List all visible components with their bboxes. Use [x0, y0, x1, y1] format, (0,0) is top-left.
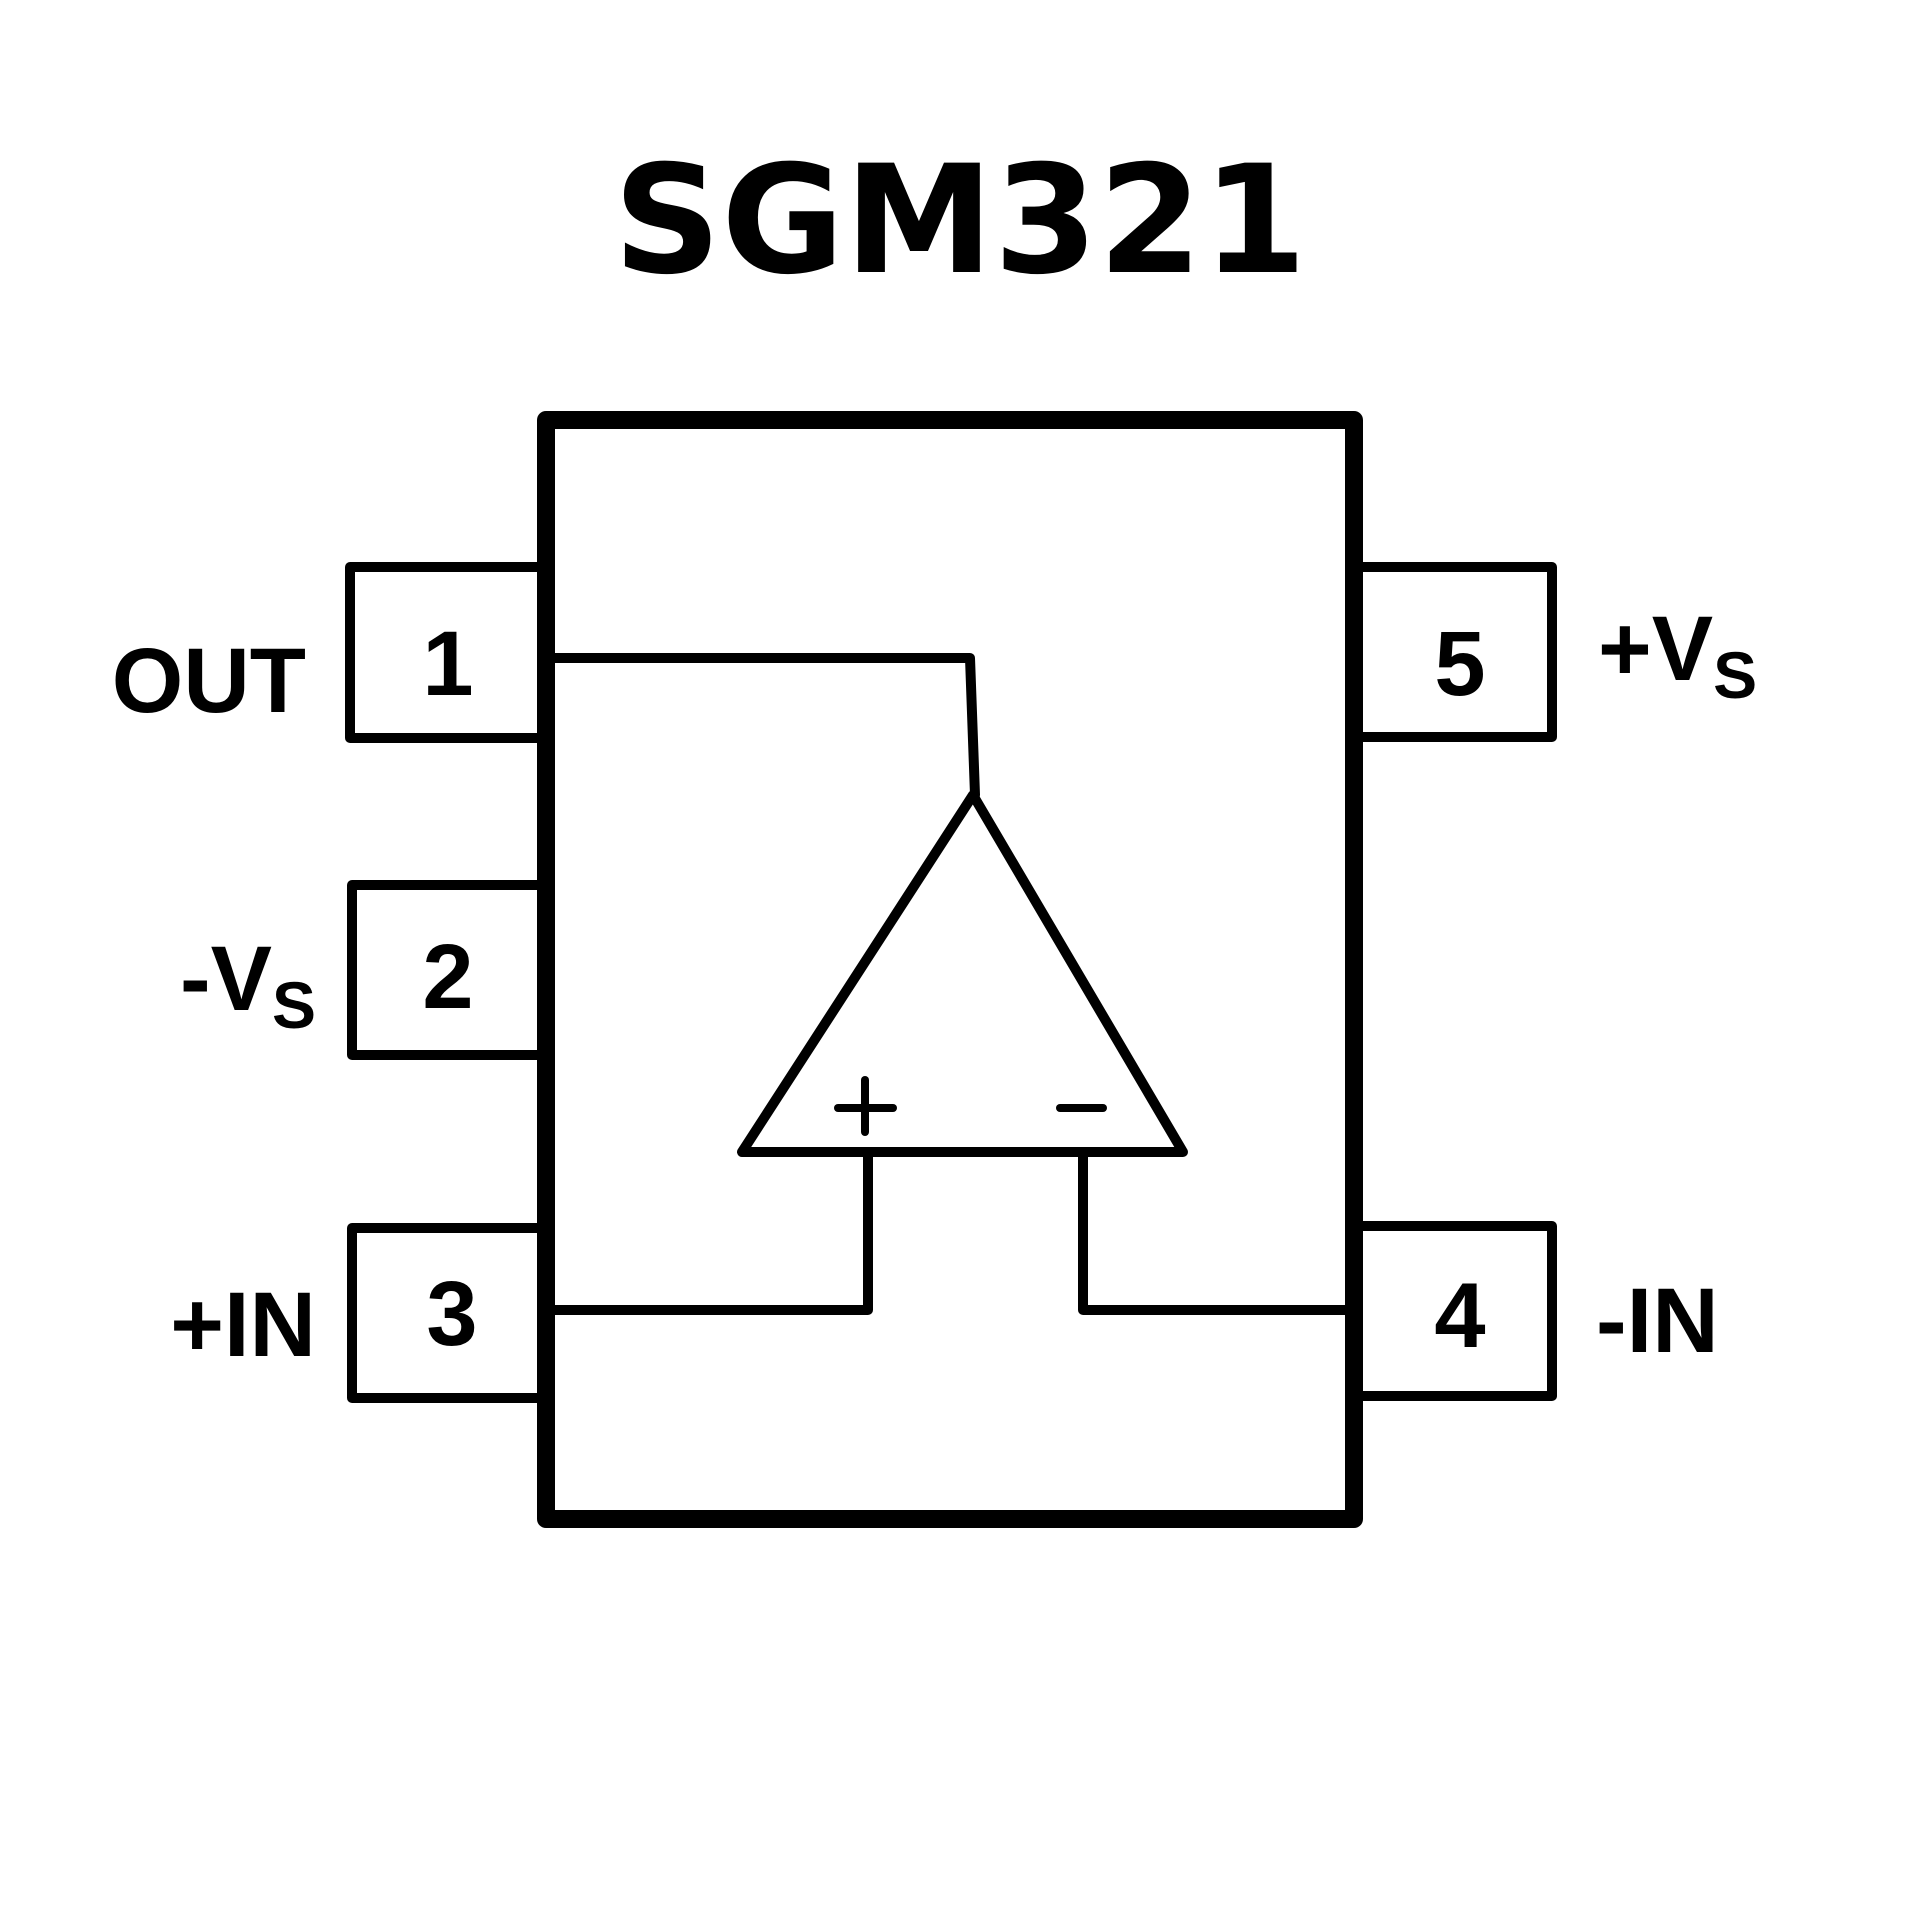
pin-3: 3 +IN: [170, 1223, 546, 1403]
ic-body: [537, 411, 1363, 1528]
pin-2-label: -VS: [180, 928, 316, 1042]
pin-4: 4 -IN: [1354, 1221, 1719, 1401]
inverting-input-wire: [1078, 1147, 1350, 1315]
pin-5: 5 +VS: [1354, 562, 1757, 742]
chip-title: SGM321: [613, 134, 1307, 308]
pin-3-box: [347, 1223, 546, 1403]
pin-2-number: 2: [422, 926, 473, 1028]
pin-5-label-subscript: S: [1713, 638, 1757, 712]
opamp-triangle: [737, 790, 1188, 1157]
pin-3-label: +IN: [170, 1274, 316, 1376]
pin-1-number: 1: [422, 613, 473, 715]
pin-4-number: 4: [1434, 1265, 1485, 1367]
pin-3-label-main: +IN: [170, 1274, 316, 1376]
pin-2-label-main: -V: [180, 928, 272, 1030]
pin-1: 1 OUT: [112, 562, 546, 743]
pin-1-label-main: OUT: [112, 630, 306, 732]
pin-3-number: 3: [426, 1263, 477, 1365]
noninverting-input-symbol: [834, 1076, 897, 1136]
pin-1-label: OUT: [112, 630, 306, 732]
pin-1-box: [345, 562, 546, 743]
pin-5-box: [1354, 562, 1557, 742]
pin-2: 2 -VS: [180, 880, 546, 1060]
pin-2-label-subscript: S: [272, 968, 316, 1042]
pin-4-label: -IN: [1596, 1270, 1719, 1372]
pin-5-label-main: +V: [1598, 598, 1713, 700]
pin-5-number: 5: [1434, 613, 1485, 715]
pin-4-label-main: -IN: [1596, 1270, 1719, 1372]
pin-2-box: [347, 880, 546, 1060]
noninverting-input-wire: [550, 1147, 873, 1315]
output-wire: [550, 653, 980, 800]
pin-5-label: +VS: [1598, 598, 1757, 712]
pin-4-box: [1354, 1221, 1557, 1401]
